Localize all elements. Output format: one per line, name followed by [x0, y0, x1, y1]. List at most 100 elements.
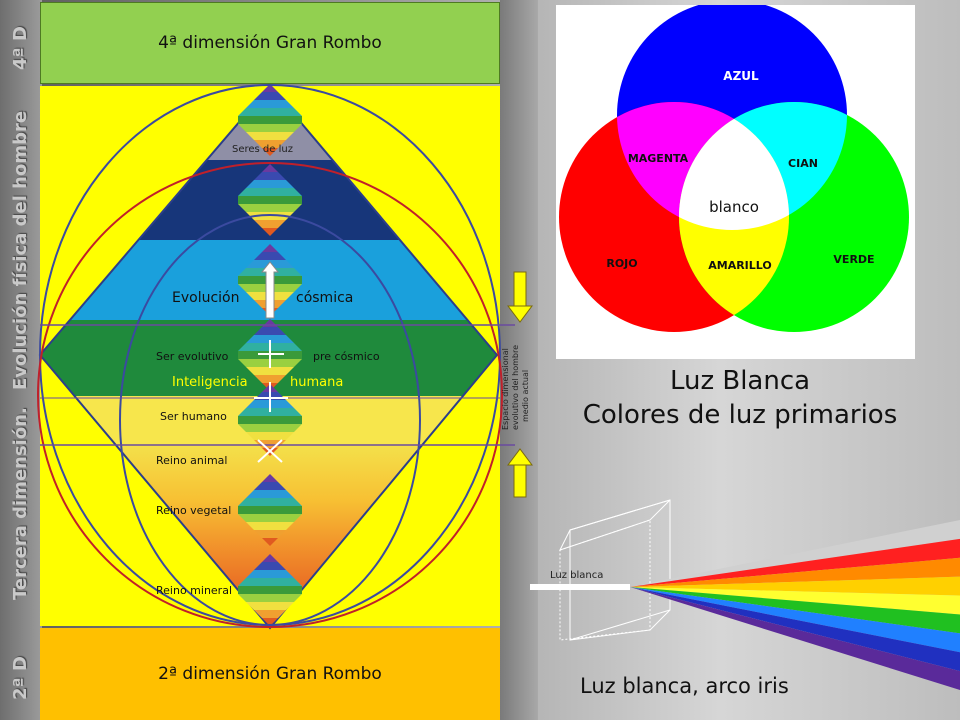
yellow-arrow-up-icon — [507, 448, 533, 498]
mini-diamond-stripe — [246, 180, 294, 188]
label-cosmica: cósmica — [296, 290, 353, 306]
rgb-venn-diagram: AZUL MAGENTA CIAN blanco ROJO AMARILLO V… — [559, 0, 909, 332]
mini-diamond-stripe — [262, 554, 278, 562]
mini-diamond-stripe — [238, 204, 302, 212]
prism-rainbow-diagram: Luz blanca — [530, 499, 960, 690]
mini-diamond-stripe — [254, 252, 286, 260]
top-band-4d: 4ª dimensión Gran Rombo — [40, 2, 500, 84]
rainbow-ray — [630, 520, 960, 587]
mini-diamond-stripe — [238, 108, 302, 116]
label-ser-humano: Ser humano — [160, 410, 227, 423]
label-amarillo: AMARILLO — [708, 259, 772, 272]
right-side-strip — [500, 0, 538, 720]
rainbow-ray — [630, 587, 960, 615]
mini-diamond-stripe — [246, 490, 294, 498]
mini-diamond-stripe — [238, 578, 302, 586]
mini-diamond-stripe — [238, 514, 302, 522]
mini-diamond-stripe — [238, 594, 302, 602]
mini-diamond-stripe — [238, 416, 302, 424]
rainbow-rays — [630, 520, 960, 690]
mini-diamond-stripe — [262, 228, 278, 236]
label-reino-mineral: Reino mineral — [156, 584, 232, 597]
label-evolucion: Evolución — [172, 290, 239, 306]
mini-diamond-stack — [238, 84, 302, 626]
label-azul: AZUL — [723, 69, 759, 83]
mini-diamond-stripe — [262, 538, 278, 546]
rgb-diagram-card: AZUL MAGENTA CIAN blanco ROJO AMARILLO V… — [556, 0, 915, 359]
svg-text:evolutivo del hombre: evolutivo del hombre — [511, 345, 520, 430]
label-luz-blanca-prism: Luz blanca — [550, 570, 603, 581]
mini-diamond — [238, 84, 302, 156]
inner-oval — [119, 214, 421, 626]
white-light-beam — [530, 584, 630, 590]
mini-diamond-stripe — [262, 244, 278, 252]
mini-diamond-stripe — [238, 424, 302, 432]
mini-diamond-stripe — [238, 124, 302, 132]
rainbow-ray — [630, 587, 960, 672]
cross-icons — [254, 340, 288, 463]
mini-diamond-stripe — [254, 375, 286, 383]
mini-diamond-stripe — [246, 100, 294, 108]
label-pre-cosmico: pre cósmico — [313, 350, 380, 363]
mini-diamond-stripe — [254, 610, 286, 618]
rainbow-ray — [630, 538, 960, 587]
svg-text:medio actual: medio actual — [521, 370, 530, 422]
label-blanco: blanco — [709, 198, 759, 216]
mini-diamond-stripe — [254, 440, 286, 448]
label-inteligencia: Inteligencia — [172, 375, 248, 390]
mini-diamond-stripe — [254, 140, 286, 148]
mini-diamond-stripe — [246, 367, 294, 375]
rainbow-ray — [630, 576, 960, 596]
mini-diamond-stripe — [246, 570, 294, 578]
mini-diamond-stripe — [254, 530, 286, 538]
mini-diamond — [238, 164, 302, 236]
mini-diamond-stripe — [246, 335, 294, 343]
mini-diamond-stripe — [254, 220, 286, 228]
mini-diamond-stripe — [254, 92, 286, 100]
rainbow-ray — [630, 587, 960, 690]
mini-diamond-stripe — [262, 148, 278, 156]
label-verde: VERDE — [833, 253, 874, 266]
label-magenta: MAGENTA — [628, 152, 689, 165]
svg-text:Espacio dimensional: Espacio dimensional — [501, 348, 510, 430]
label-rojo: ROJO — [606, 257, 637, 270]
label-ser-evolutivo: Ser evolutivo — [156, 350, 229, 363]
caption-luz-blanca: Luz Blanca — [669, 366, 811, 396]
mini-diamond-stripe — [246, 432, 294, 440]
label-seres-de-luz: Seres de luz — [232, 144, 293, 155]
gran-rombo-diagram: Seres de luz Evolución cósmica Ser evolu… — [37, 84, 533, 630]
mini-diamond-stripe — [254, 172, 286, 180]
mini-diamond-stripe — [254, 327, 286, 335]
espacio-dimensional-label: Espacio dimensional evolutivo del hombre… — [501, 345, 530, 430]
mini-diamond-stripe — [262, 84, 278, 92]
label-cian: CIAN — [788, 157, 818, 170]
label-humana: humana — [290, 375, 343, 390]
rainbow-ray — [630, 557, 960, 587]
mini-diamond-stripe — [238, 196, 302, 204]
white-region — [679, 102, 789, 230]
red-circle — [37, 162, 503, 628]
yellow-arrow-down-icon — [507, 271, 533, 323]
mini-diamond-stripe — [238, 506, 302, 514]
mini-diamond-stripe — [246, 602, 294, 610]
mini-diamond-stripe — [246, 522, 294, 530]
mini-diamond-stripe — [262, 474, 278, 482]
caption-colores-primarios: Colores de luz primarios — [582, 400, 898, 430]
mini-diamond-stripe — [238, 586, 302, 594]
evolution-arrow-icon — [260, 261, 280, 319]
mini-diamond-stripe — [254, 562, 286, 570]
left-side-strip — [0, 0, 42, 720]
mini-diamond — [238, 554, 302, 626]
mini-diamond-stripe — [246, 132, 294, 140]
mini-diamond-stripe — [262, 164, 278, 172]
prism-wireframe — [559, 499, 671, 641]
mini-diamond-stripe — [262, 618, 278, 626]
mini-diamond-stripe — [238, 188, 302, 196]
caption-arco-iris: Luz blanca, arco iris — [580, 674, 789, 698]
mini-diamond-stripe — [238, 116, 302, 124]
label-reino-animal: Reino animal — [156, 454, 227, 467]
mini-diamond-stripe — [238, 498, 302, 506]
bottom-band-2d: 2ª dimensión Gran Rombo — [40, 628, 500, 720]
label-reino-vegetal: Reino vegetal — [156, 504, 231, 517]
mini-diamond — [238, 474, 302, 546]
